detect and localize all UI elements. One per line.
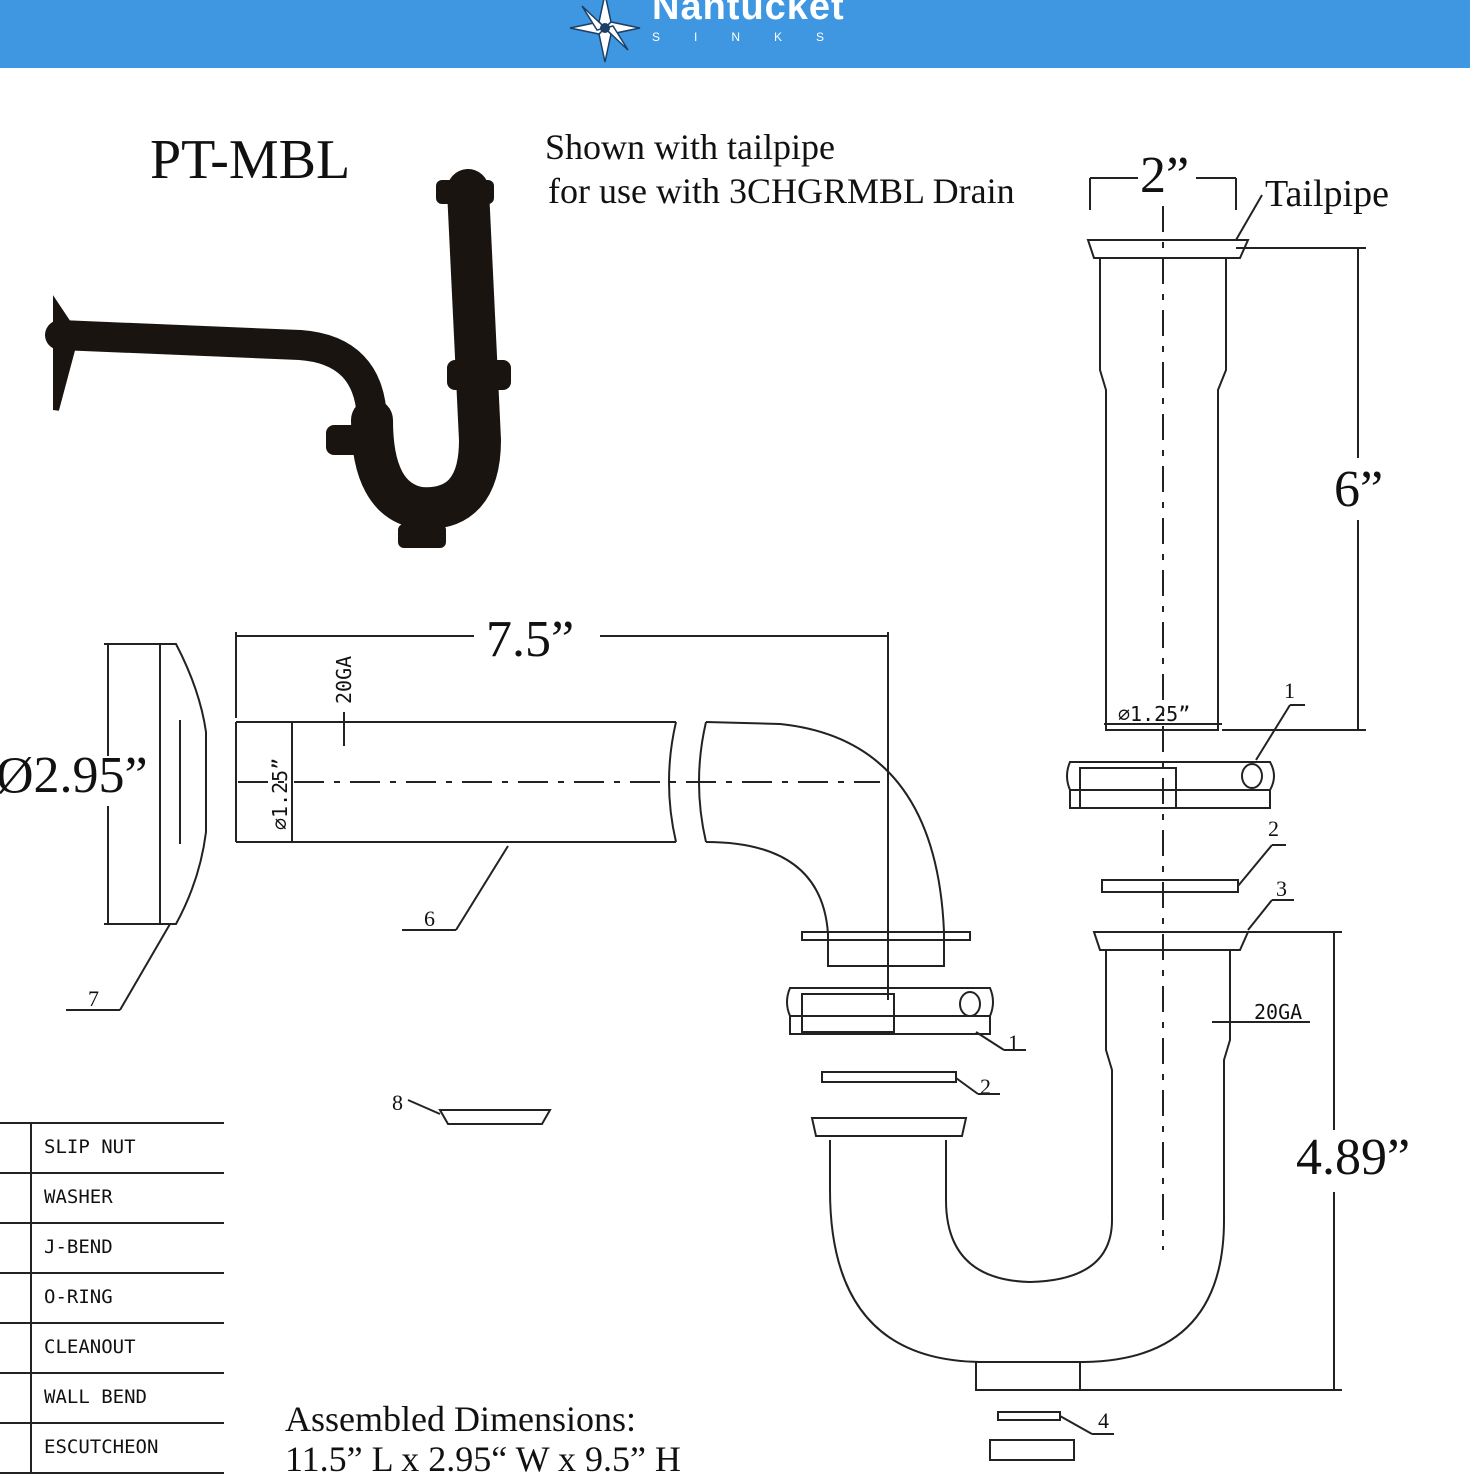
legend-row: O-RING	[0, 1272, 224, 1322]
callout-2-top: 2	[1268, 816, 1279, 841]
legend-row: WASHER	[0, 1172, 224, 1222]
dim-escutcheon-diameter: Ø2.95”	[0, 747, 148, 804]
gauge-jbend: 20GA	[1254, 1000, 1303, 1024]
legend-row: CLEANOUT	[0, 1322, 224, 1372]
brand-name: Nantucket	[652, 0, 845, 28]
note-line-1: Shown with tailpipe	[545, 127, 835, 167]
callout-4: 4	[1098, 1408, 1109, 1433]
assembled-title: Assembled Dimensions:	[285, 1399, 636, 1439]
legend-label: WASHER	[44, 1186, 113, 1208]
legend-label: ESCUTCHEON	[44, 1436, 159, 1458]
dim-jbend-height: 4.89”	[1296, 1129, 1411, 1186]
callout-3: 3	[1276, 876, 1287, 901]
legend-label: J-BEND	[44, 1236, 113, 1258]
product-photo	[45, 169, 511, 548]
callout-8: 8	[392, 1090, 403, 1115]
brand-logo[interactable]: Nantucket SINKS	[560, 0, 880, 68]
header-bar: Nantucket SINKS	[0, 0, 1470, 68]
dim-wall-pipe-length: 7.5”	[486, 611, 575, 668]
dim-tailpipe-height: 6”	[1334, 461, 1384, 518]
legend-label: WALL BEND	[44, 1386, 147, 1408]
callout-7: 7	[88, 986, 99, 1011]
note-line-2: for use with 3CHGRMBL Drain	[548, 171, 1015, 211]
legend-row: J-BEND	[0, 1222, 224, 1272]
dim-tailpipe-diameter: ⌀1.25”	[1118, 702, 1191, 726]
callout-2-bottom: 2	[980, 1074, 991, 1099]
legend-row: WALL BEND	[0, 1372, 224, 1422]
legend-row: ESCUTCHEON	[0, 1422, 224, 1472]
callout-6: 6	[424, 906, 435, 931]
model-number: PT-MBL	[150, 129, 351, 191]
legend-label: CLEANOUT	[44, 1336, 136, 1358]
compass-rose-icon	[569, 0, 641, 63]
legend-label: O-RING	[44, 1286, 113, 1308]
legend-label: SLIP NUT	[44, 1136, 136, 1158]
legend-row: SLIP NUT	[0, 1122, 224, 1172]
tailpipe-label: Tailpipe	[1265, 173, 1389, 215]
dim-tailpipe-width: 2”	[1140, 147, 1190, 204]
brand-subtitle: SINKS	[652, 30, 859, 44]
callout-1-top: 1	[1284, 678, 1295, 703]
parts-legend: SLIP NUT WASHER J-BEND O-RING CLEANOUT W…	[0, 1122, 224, 1474]
callout-1-bottom: 1	[1008, 1030, 1019, 1055]
assembled-value: 11.5” L x 2.95“ W x 9.5” H	[285, 1439, 681, 1479]
